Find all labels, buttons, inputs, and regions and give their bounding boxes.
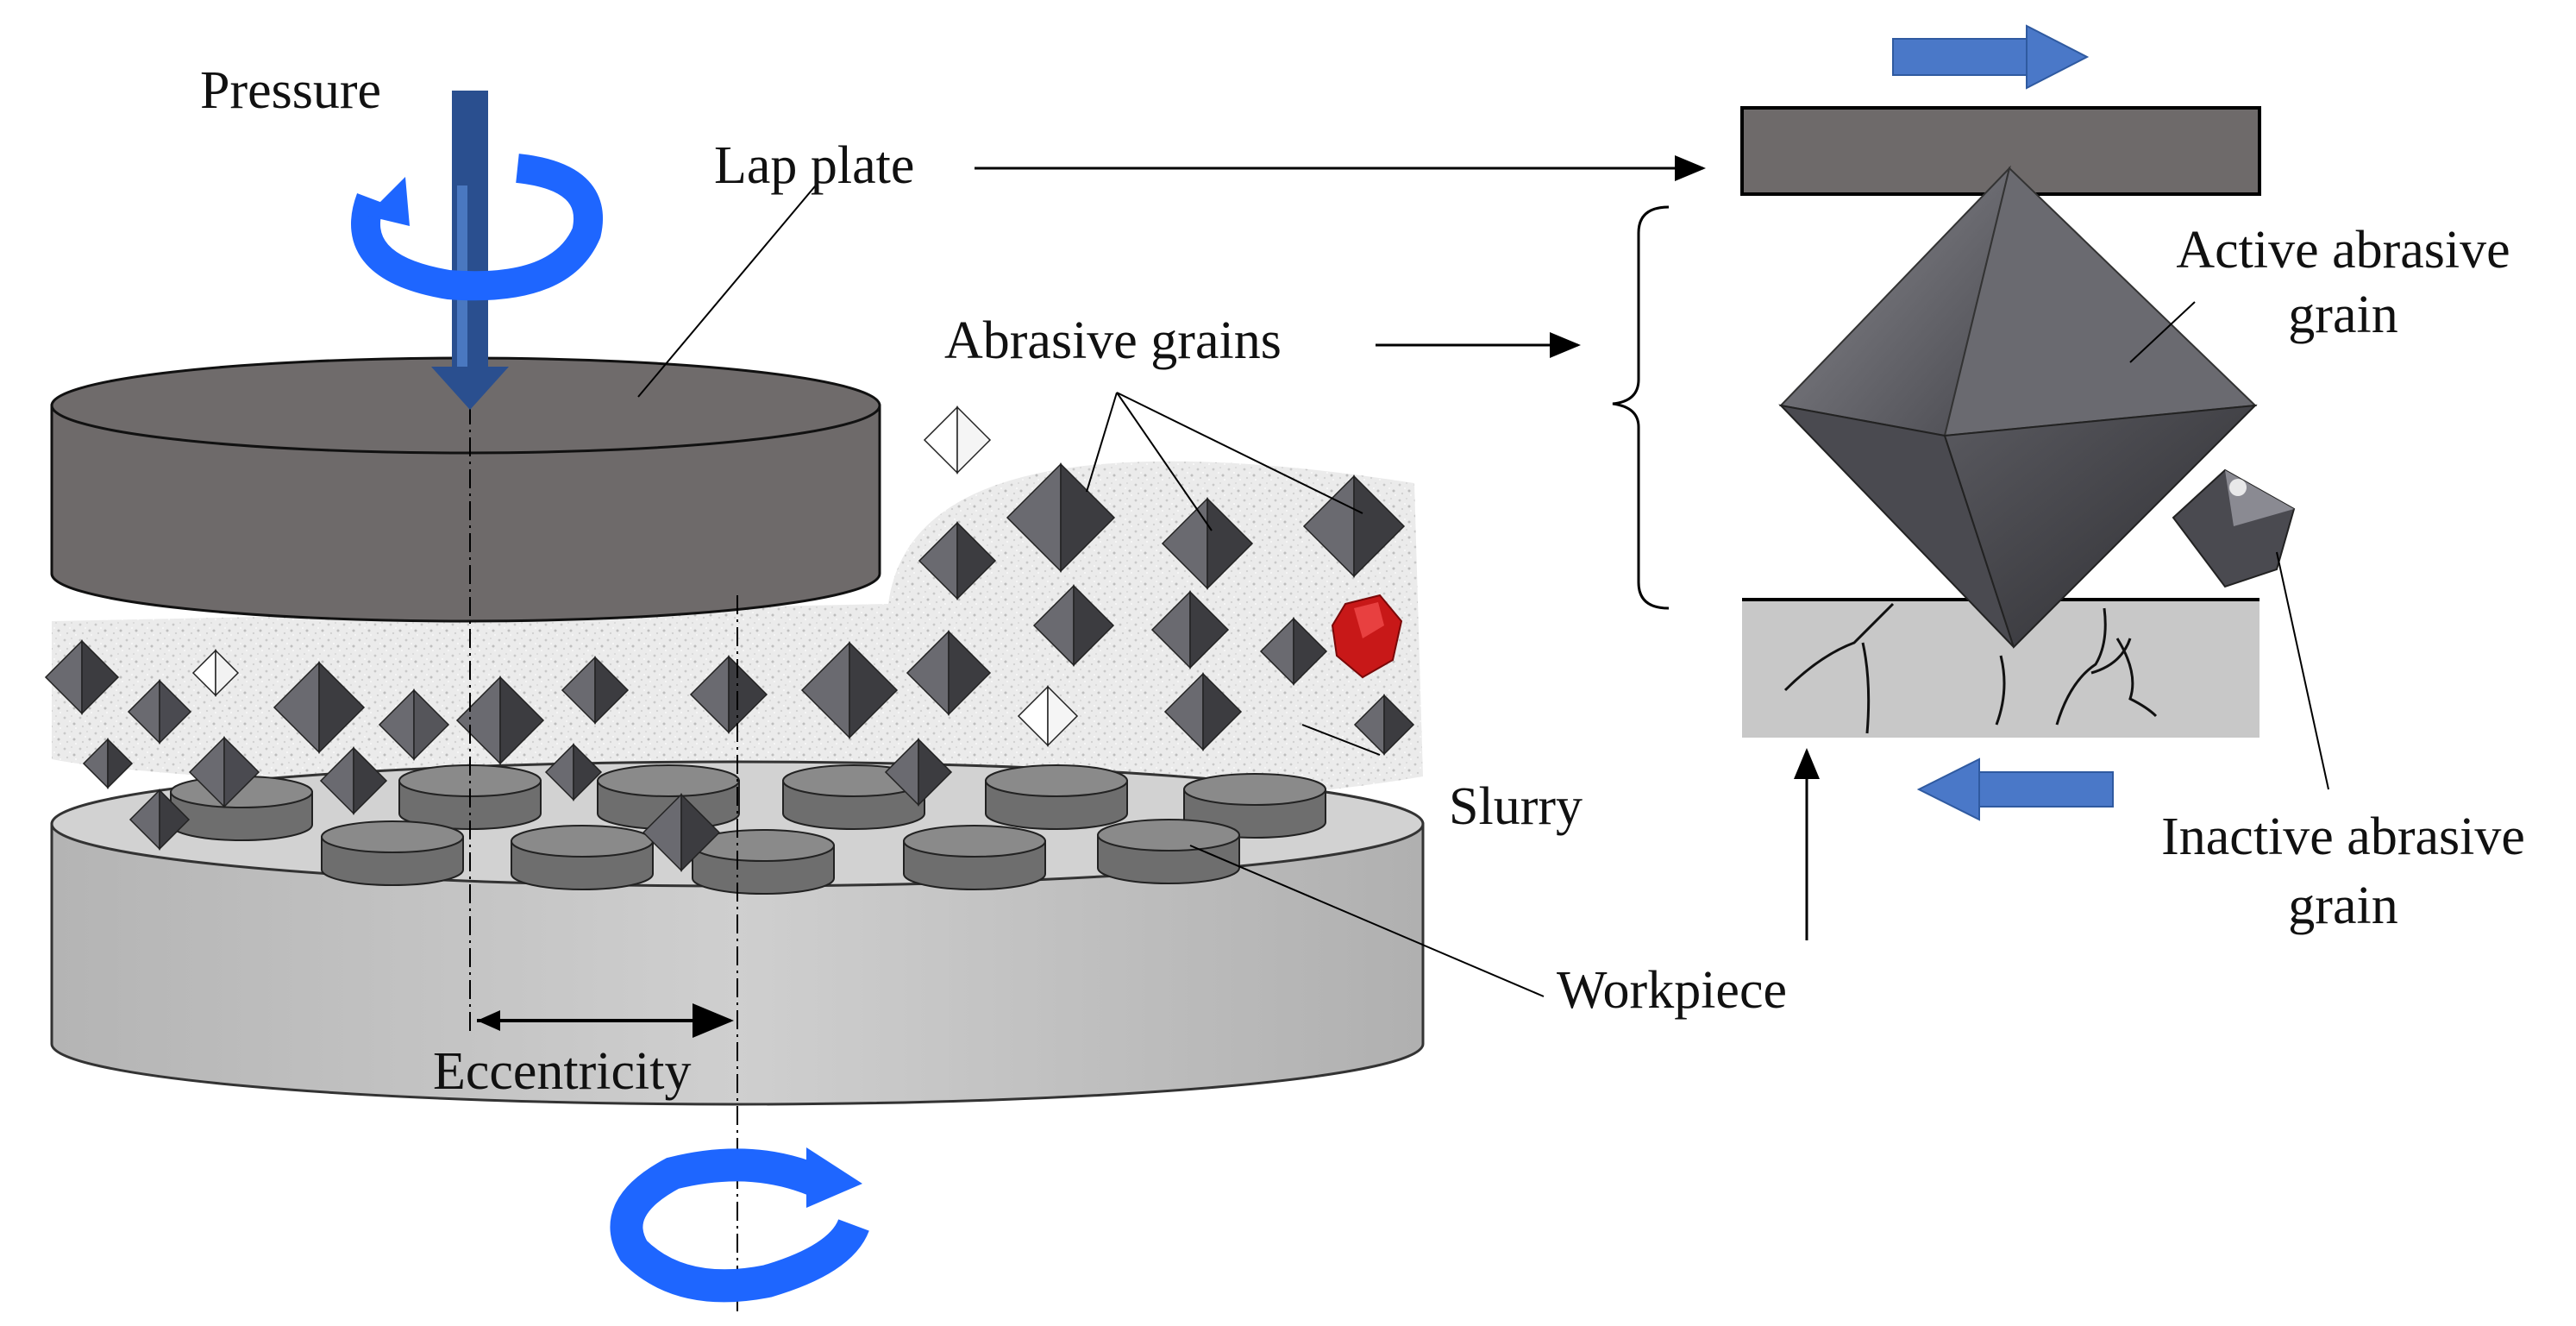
slurry-label: Slurry	[1449, 777, 1583, 836]
abrasive-grain	[1302, 474, 1406, 578]
abrasive-grain	[1150, 590, 1230, 669]
active-abrasive-grain	[1778, 165, 2258, 649]
abrasive-grain	[800, 641, 899, 739]
abrasive-grain	[455, 676, 545, 765]
inactive-abrasive-grain	[2172, 468, 2296, 588]
grain-leader-2	[1116, 392, 1213, 531]
gap-brace	[1612, 205, 1670, 610]
workpiece-disc	[1097, 819, 1240, 884]
workpiece-label: Workpiece	[1557, 961, 1787, 1020]
lap-plate-leader	[637, 180, 820, 398]
abrasive-grain	[544, 743, 603, 801]
workpiece-disc	[511, 825, 654, 890]
pressure-arrow-shaft-top	[452, 91, 488, 185]
abrasive-grains-group	[44, 405, 1415, 872]
abrasive-grains-label: Abrasive grains	[944, 311, 1282, 370]
abrasive-grain	[1259, 617, 1328, 686]
lap-plate-label: Lap plate	[714, 136, 914, 195]
abrasive-grain	[1032, 584, 1115, 667]
workpiece-disc	[321, 820, 464, 886]
abrasive-grain	[884, 738, 953, 807]
abrasive-grain	[923, 405, 992, 474]
inactive-grain-leader	[2276, 551, 2329, 790]
top-rotation-arrow-icon	[351, 154, 603, 301]
active-grain-leader	[2129, 301, 2196, 363]
eccentricity-label: Eccentricity	[433, 1042, 692, 1101]
abrasive-grain	[561, 656, 630, 725]
detail-lap-plate	[1740, 106, 2261, 196]
left-arrow-icon	[1916, 757, 2114, 821]
abrasive-grain	[906, 630, 992, 716]
right-arrow-icon	[1892, 24, 2090, 90]
abrasive-grain	[191, 649, 240, 697]
eccentricity-arrow-head-left	[477, 1010, 500, 1031]
abrasive-grain	[1161, 497, 1254, 590]
bottom-rotation-arrow-icon	[610, 1147, 869, 1303]
workpiece-disc	[985, 764, 1128, 830]
abrasive-grain	[127, 679, 192, 745]
workpiece-disc	[903, 825, 1046, 890]
grain-leader-1	[1086, 392, 1118, 493]
inactive-grain-label-line2: grain	[2288, 877, 2397, 935]
abrasive-grain	[642, 793, 721, 872]
active-grain-label-line2: grain	[2288, 286, 2397, 344]
abrasive-grain	[319, 746, 388, 815]
abrasive-grain	[44, 639, 120, 715]
abrasive-grain	[918, 521, 997, 600]
grain-leader-3	[1116, 392, 1363, 514]
workpiece-disc	[692, 829, 835, 895]
abrasive-grain	[1353, 694, 1415, 756]
abrasive-grain	[273, 661, 366, 754]
abrasive-grain	[1006, 462, 1116, 573]
abrasive-grain	[1163, 672, 1243, 751]
inactive-grain-label-line1: Inactive abrasive	[2161, 808, 2525, 866]
abrasive-grain	[378, 688, 450, 761]
workpiece-leader	[1189, 845, 1545, 997]
slurry-leader	[1301, 724, 1381, 756]
abrasive-grain	[128, 789, 191, 851]
abrasive-grain	[82, 738, 134, 789]
abrasive-grain	[1017, 685, 1079, 747]
workpiece-discs	[170, 764, 1326, 895]
red-grain	[1331, 594, 1403, 679]
abrasive-grain	[188, 736, 260, 808]
active-grain-label-line1: Active abrasive	[2176, 221, 2510, 280]
pressure-label: Pressure	[200, 61, 381, 120]
